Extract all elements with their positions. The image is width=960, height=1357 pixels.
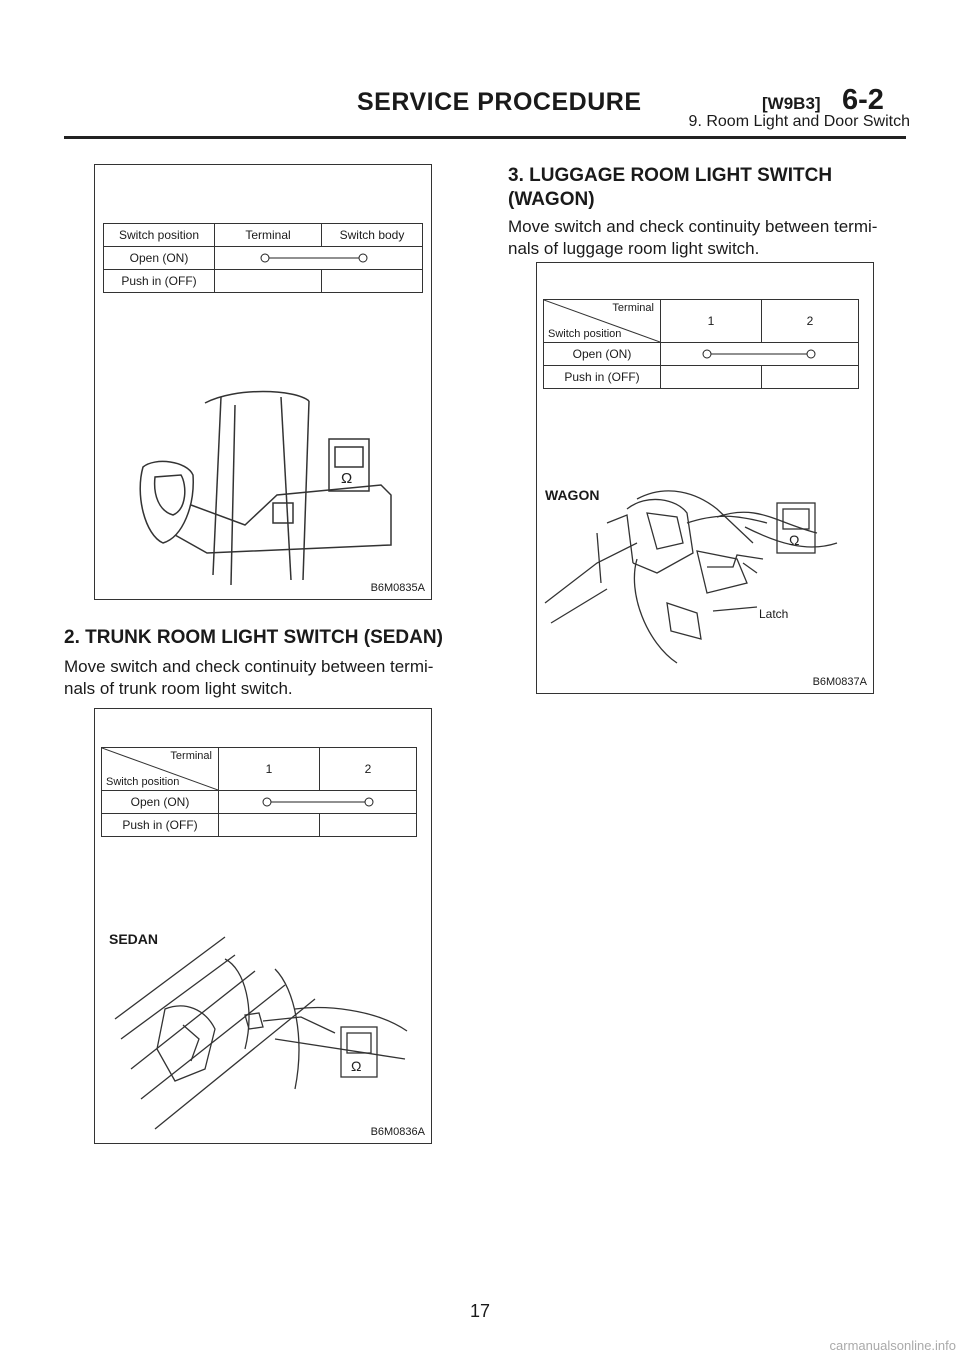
continuity-line	[660, 342, 859, 366]
continuity-table-door: Switch position Terminal Switch body Ope…	[103, 223, 423, 293]
table-header-col1: 1	[660, 299, 762, 343]
section-body-luggage-line2: nals of luggage room light switch.	[508, 239, 760, 258]
continuity-line	[218, 790, 417, 814]
section-heading-luggage-line1: 3. LUGGAGE ROOM LIGHT SWITCH	[508, 165, 833, 186]
section-body-luggage-line1: Move switch and check continuity between…	[508, 217, 878, 236]
figure-label-sedan: SEDAN	[109, 931, 159, 947]
figure-trunk-switch: Terminal Switch position 1 2 Open (ON) P…	[94, 708, 432, 1144]
page-header-subtitle: 9. Room Light and Door Switch	[688, 113, 910, 130]
table-row-open: Open (ON)	[543, 342, 661, 366]
ohmmeter-symbol: Ω	[789, 532, 799, 548]
header-rule	[64, 136, 906, 139]
figure-luggage-switch: Terminal Switch position 1 2 Open (ON) P…	[536, 262, 874, 694]
table-header-switch-body: Switch body	[321, 223, 423, 247]
section-heading-trunk: 2. TRUNK ROOM LIGHT SWITCH (SEDAN)	[64, 627, 443, 648]
page-number: 17	[470, 1301, 491, 1321]
table-row-push-in: Push in (OFF)	[543, 365, 661, 389]
table-row-open: Open (ON)	[103, 246, 215, 270]
page-header-code: [W9B3]	[762, 94, 821, 113]
figure-id: B6M0835A	[370, 582, 425, 594]
table-corner-terminal: Terminal	[170, 750, 212, 762]
table-row-push-in: Push in (OFF)	[101, 813, 219, 837]
table-corner-terminal: Terminal	[612, 302, 654, 314]
table-header-col1: 1	[218, 747, 320, 791]
table-corner-cell: Terminal Switch position	[101, 747, 219, 791]
continuity-table-trunk: Terminal Switch position 1 2 Open (ON) P…	[101, 747, 417, 837]
table-corner-switch-position: Switch position	[106, 776, 180, 788]
continuity-table-luggage: Terminal Switch position 1 2 Open (ON) P…	[543, 299, 859, 389]
page-header-section: 6-2	[842, 84, 884, 116]
continuity-line	[214, 246, 423, 270]
table-header-terminal: Terminal	[214, 223, 322, 247]
figure-id: B6M0837A	[812, 676, 867, 688]
figure-label-wagon: WAGON	[545, 487, 600, 503]
section-body-trunk-line2: nals of trunk room light switch.	[64, 679, 293, 698]
figure-door-switch: Switch position Terminal Switch body Ope…	[94, 164, 432, 600]
ohmmeter-symbol: Ω	[341, 470, 352, 487]
table-row-open: Open (ON)	[101, 790, 219, 814]
ohmmeter-symbol: Ω	[351, 1058, 361, 1074]
table-corner-switch-position: Switch position	[548, 328, 622, 340]
table-header-switch-position: Switch position	[103, 223, 215, 247]
table-row-push-in: Push in (OFF)	[103, 269, 215, 293]
figure-id: B6M0836A	[370, 1126, 425, 1138]
footer-watermark: carmanualsonline.info	[829, 1338, 956, 1353]
section-heading-luggage-line2: (WAGON)	[508, 189, 595, 210]
table-header-col2: 2	[319, 747, 417, 791]
latch-label: Latch	[759, 607, 789, 621]
table-corner-cell: Terminal Switch position	[543, 299, 661, 343]
page-header-title: SERVICE PROCEDURE	[357, 88, 642, 116]
section-body-trunk-line1: Move switch and check continuity between…	[64, 657, 434, 676]
table-header-col2: 2	[761, 299, 859, 343]
